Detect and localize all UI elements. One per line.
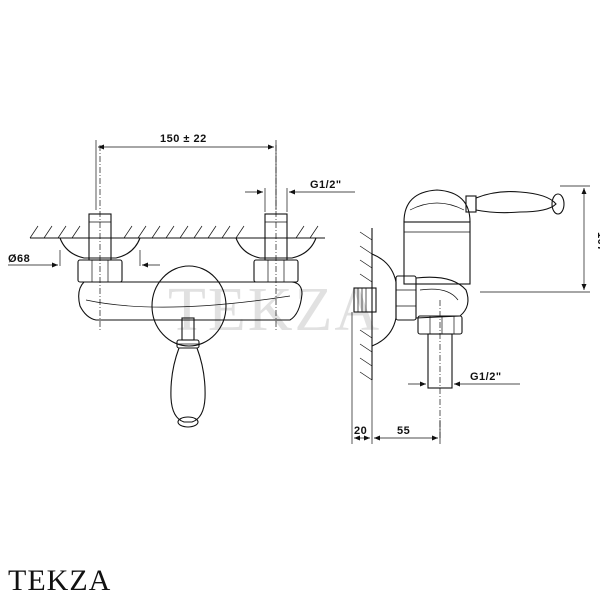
nut-side [395, 275, 417, 321]
housing-cap [403, 189, 471, 223]
body-side [415, 276, 469, 319]
front-view: 150 ± 22 G1/2" Ø68 [8, 133, 355, 428]
wall-hatch-front [29, 225, 319, 239]
lever-handle-side [475, 191, 557, 214]
dim-wall-offset-label: 20 [354, 425, 367, 437]
lever-tip [177, 416, 199, 428]
watermark-text: TEKZA [168, 276, 381, 344]
dim-height-label: 107 [595, 232, 600, 252]
mixer-body [78, 281, 303, 321]
brand-logo: TEKZA [8, 564, 112, 597]
wall-hatch-side [359, 231, 373, 381]
dim-spacing-label: 150 ± 22 [160, 133, 207, 145]
dim-thread-side-label: G1/2" [470, 371, 502, 383]
lever-handle [170, 347, 206, 423]
dim-thread-top-label: G1/2" [310, 179, 342, 191]
dim-depth-label: 55 [397, 425, 410, 437]
dim-diameter-label: Ø68 [8, 253, 30, 265]
lever-collar-side [465, 195, 477, 213]
lever-tip-side [551, 193, 565, 215]
side-view: 107 G1/2" 20 55 [351, 185, 600, 444]
inlet-pipe-side [353, 287, 377, 313]
housing-side [403, 221, 471, 285]
cartridge-body [151, 265, 227, 347]
